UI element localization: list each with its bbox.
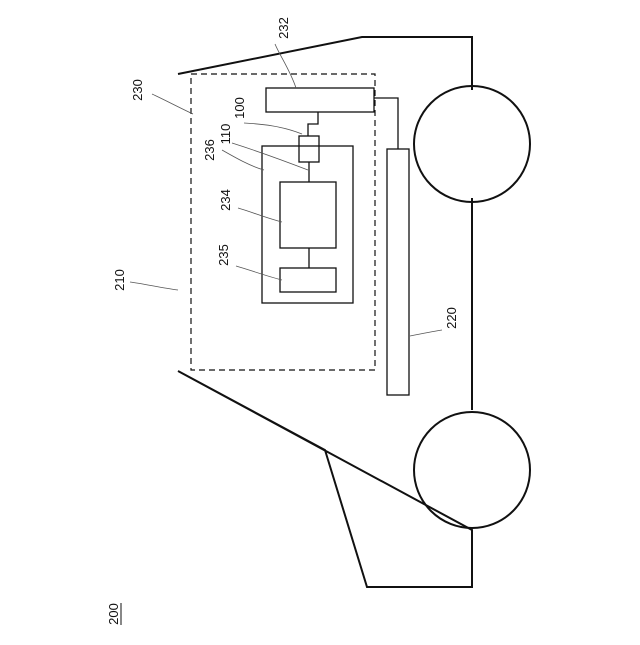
dashed-region-230 bbox=[191, 74, 375, 370]
label-220: 220 bbox=[444, 307, 459, 329]
leader-236 bbox=[222, 150, 264, 170]
rear-wheel bbox=[414, 412, 530, 528]
label-232: 232 bbox=[276, 17, 291, 39]
front-wheel bbox=[414, 86, 530, 202]
box-232 bbox=[266, 88, 374, 112]
vehicle-body-outline bbox=[178, 37, 472, 587]
label-234: 234 bbox=[218, 189, 233, 211]
figure-ref-200: 200 bbox=[106, 603, 121, 625]
label-110: 110 bbox=[218, 124, 233, 145]
leader-100 bbox=[244, 123, 302, 134]
connector-110 bbox=[299, 136, 319, 162]
label-236: 236 bbox=[202, 139, 217, 161]
box-234 bbox=[280, 182, 336, 248]
label-235: 235 bbox=[216, 244, 231, 266]
leader-230 bbox=[152, 94, 193, 114]
wire-232-110 bbox=[308, 112, 318, 136]
leader-110 bbox=[232, 143, 308, 170]
leader-235 bbox=[236, 266, 282, 280]
label-210: 210 bbox=[112, 269, 127, 291]
leader-234 bbox=[238, 208, 282, 222]
leader-220 bbox=[410, 330, 442, 336]
leader-210 bbox=[130, 282, 178, 290]
wire-232-220 bbox=[374, 98, 398, 149]
label-100: 100 bbox=[232, 97, 247, 119]
box-235 bbox=[280, 268, 336, 292]
box-220 bbox=[387, 149, 409, 395]
label-230: 230 bbox=[130, 79, 145, 101]
figure-ref-label: 200 bbox=[106, 603, 121, 625]
